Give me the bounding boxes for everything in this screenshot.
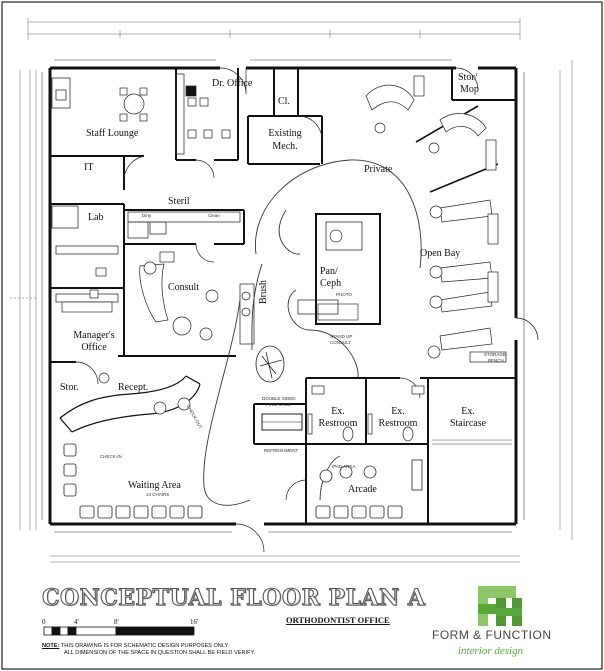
note-line-1: NOTE: THIS DRAWING IS FOR SCHEMATIC DESI… [42, 643, 229, 649]
waiting-chairs [63, 443, 203, 519]
room-label-pan-ceph-2: Ceph [320, 278, 342, 289]
scale-tick-0: 0 [42, 618, 46, 626]
room-label-ex-staircase-2: Staircase [449, 418, 487, 429]
plant-decor [255, 345, 285, 383]
restroom-fixtures [307, 385, 425, 442]
brand-tagline: interior design [458, 645, 524, 657]
dimension-lines [10, 18, 573, 563]
label-check-in: CHECK-IN [100, 454, 122, 459]
room-label-closet: Cl. [278, 96, 290, 107]
note-line-2: ALL DIMENSION OF THE SPACE IN QUESTION S… [64, 650, 256, 656]
room-label-stor: Stor. [60, 382, 79, 393]
room-label-managers-office-1: Manager's [73, 330, 115, 341]
label-clean: Clean [208, 213, 220, 218]
room-label-ex-restroom-1b: Restroom [318, 418, 358, 429]
arcade-chairs [315, 459, 423, 519]
room-label-pan-ceph-1: Pan/ [320, 266, 338, 277]
room-label-ex-restroom-2a: Ex. [391, 406, 405, 417]
label-storage-bench-1: STORAGE [484, 352, 506, 357]
room-label-brush: Brush [258, 280, 269, 304]
label-storage-bench-2: BENCH [488, 358, 504, 363]
staff-lounge-furniture [119, 85, 231, 139]
room-label-managers-office-2: Office [81, 342, 107, 353]
room-label-staff-lounge: Staff Lounge [86, 128, 139, 139]
label-fireplace-2: FIREPLACE [266, 402, 292, 407]
scale-tick-16: 16' [190, 618, 199, 626]
room-label-it: IT [84, 162, 94, 173]
room-label-stor-mop-1: Stor/ [458, 72, 478, 83]
brand-logo-mark [478, 586, 522, 626]
scale-tick-4: 4' [74, 618, 79, 626]
brand-name: FORM & FUNCTION [432, 628, 552, 642]
room-label-lab: Lab [88, 212, 104, 223]
room-label-recept: Recept. [118, 382, 149, 393]
reception-chairs [98, 372, 191, 415]
room-label-existing-mech-2: Mech. [272, 141, 298, 152]
storage-benches [469, 139, 507, 363]
label-stand-up-consult-2: CONSULT [330, 340, 352, 345]
doors [75, 67, 539, 553]
label-fireplace-1: DOUBLE SIDED [262, 396, 296, 401]
room-label-stor-mop-2: Mop [460, 84, 479, 95]
label-refreshment: REFRESHMENT [264, 448, 299, 453]
room-label-dr-office: Dr. Office [212, 78, 253, 89]
room-label-ex-restroom-1a: Ex. [331, 406, 345, 417]
manager-furniture [61, 267, 113, 313]
scale-tick-8: 8' [114, 618, 119, 626]
room-label-consult: Consult [168, 282, 200, 293]
label-stand-up-consult-1: STAND UP [330, 334, 353, 339]
room-label-existing-mech-1: Existing [268, 128, 302, 139]
room-label-private: Private [364, 164, 393, 175]
dental-chairs [365, 75, 493, 359]
label-dirty: Dirty [142, 213, 152, 218]
drawing-subtitle: ORTHODONTIST OFFICE [286, 615, 390, 625]
label-chair-count: 14 CHAIRS [146, 492, 170, 497]
room-label-ex-restroom-2b: Restroom [378, 418, 418, 429]
fireplace [261, 413, 303, 431]
staircase [432, 439, 512, 445]
scale-bar [43, 626, 195, 636]
room-label-waiting-area: Waiting Area [128, 480, 181, 491]
room-label-ex-staircase-1: Ex. [461, 406, 475, 417]
room-label-open-bay: Open Bay [420, 248, 461, 259]
label-photo: PHOTO [336, 292, 352, 297]
drawing-title: CONCEPTUAL FLOOR PLAN A [41, 584, 426, 611]
note-label: NOTE: [42, 643, 60, 649]
reception-desk [59, 375, 201, 433]
consult-furniture [139, 251, 219, 341]
windows [41, 59, 525, 533]
room-label-arcade: Arcade [348, 484, 377, 495]
room-label-steril: Steril [168, 196, 190, 207]
note-text-1: THIS DRAWING IS FOR SCHEMATIC DESIGN PUR… [60, 643, 230, 649]
label-ipad-area: IPAD AREA [332, 464, 356, 469]
